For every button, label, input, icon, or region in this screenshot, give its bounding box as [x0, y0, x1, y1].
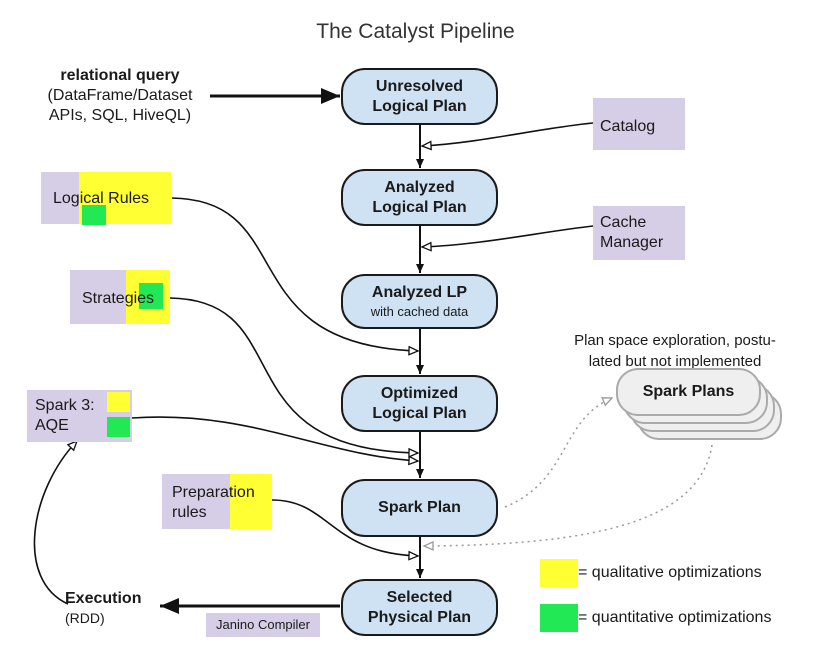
- aqe-line-2: AQE: [35, 417, 69, 434]
- legend-quantitative-swatch: [540, 604, 578, 632]
- query-input-label: relational query (DataFrame/Dataset APIs…: [30, 66, 210, 126]
- node-optimized-logical-plan: Optimized Logical Plan: [341, 375, 498, 432]
- node-unresolved-line-2: Logical Plan: [372, 97, 467, 115]
- query-input-heading: relational query: [60, 67, 180, 84]
- preparation-rules-qualitative-mark: [230, 474, 272, 529]
- node-analyzed-line-1: Analyzed: [384, 178, 455, 196]
- preparation-rules-label: Preparation rules: [172, 483, 255, 523]
- exploration-arrow-out: [504, 397, 614, 508]
- spark-plans-note-line-2: lated but not implemented: [588, 353, 762, 370]
- logical-rules-quantitative-mark: [82, 205, 106, 225]
- spark-plans-note-line-1: Plan space exploration, postu-: [574, 332, 776, 349]
- cache-manager-box: Cache Manager: [593, 206, 685, 260]
- feedback-arrow: [33, 439, 79, 605]
- node-selected-line-1: Selected: [386, 588, 453, 606]
- legend-qualitative-label: = qualitative optimizations: [578, 564, 762, 581]
- node-unresolved-logical-plan: Unresolved Logical Plan: [341, 68, 498, 125]
- aqe-line-1: Spark 3:: [35, 397, 95, 414]
- node-spark-plan: Spark Plan: [341, 479, 498, 537]
- legend-quantitative-label: = quantitative optimizations: [578, 609, 772, 626]
- strategies-label: Strategies: [82, 290, 155, 307]
- cache-manager-line-2: Manager: [600, 234, 664, 251]
- node-analyzed-line-2: Logical Plan: [372, 198, 467, 216]
- aqe-arrow: [131, 416, 420, 466]
- node-selected-physical-plan: Selected Physical Plan: [341, 579, 498, 636]
- preparation-line-2: rules: [172, 504, 207, 521]
- aqe-qualitative-mark: [107, 392, 130, 412]
- node-spark-plan-line-1: Spark Plan: [378, 499, 461, 516]
- spark-plans-card-front: Spark Plans: [616, 368, 761, 416]
- node-analyzed-logical-plan: Analyzed Logical Plan: [341, 169, 498, 226]
- aqe-label: Spark 3: AQE: [35, 396, 95, 436]
- cache-manager-line-1: Cache: [600, 214, 647, 231]
- janino-compiler-label: Janino Compiler: [216, 617, 310, 632]
- strategies-quantitative-mark: [139, 283, 163, 309]
- diagram-title: The Catalyst Pipeline: [316, 20, 515, 43]
- cache-manager-arrow: [420, 225, 594, 252]
- janino-compiler-box: Janino Compiler: [206, 613, 320, 637]
- aqe-quantitative-mark: [107, 417, 130, 437]
- legend-qualitative-swatch: [540, 559, 578, 587]
- node-analyzed-lp-cached: Analyzed LP with cached data: [341, 274, 498, 329]
- spark-plans-label: Spark Plans: [642, 383, 735, 400]
- catalog-arrow: [420, 122, 594, 151]
- node-optimized-line-2: Logical Plan: [372, 404, 467, 422]
- node-analyzed-cached-line-2: with cached data: [370, 304, 469, 319]
- node-unresolved-line-1: Unresolved: [375, 77, 464, 95]
- query-input-line-2: APIs, SQL, HiveQL): [48, 107, 192, 124]
- preparation-arrow: [271, 499, 420, 561]
- strategies-arrow: [169, 297, 420, 458]
- query-input-line-1: (DataFrame/Dataset: [47, 87, 193, 104]
- catalog-label: Catalog: [600, 118, 656, 135]
- node-analyzed-cached-line-1: Analyzed LP: [371, 284, 468, 301]
- preparation-line-1: Preparation: [172, 484, 255, 501]
- execution-heading: Execution: [65, 590, 142, 607]
- node-selected-line-2: Physical Plan: [367, 608, 472, 626]
- logical-rules-label: Logical Rules: [53, 190, 150, 207]
- node-optimized-line-1: Optimized: [380, 384, 459, 402]
- catalog-box: Catalog: [593, 98, 685, 150]
- execution-sub: (RDD): [65, 610, 105, 626]
- logical-rules-arrow: [171, 197, 420, 356]
- spark-plans-note: Plan space exploration, postu- lated but…: [525, 330, 825, 372]
- exploration-arrow-back: [422, 444, 713, 551]
